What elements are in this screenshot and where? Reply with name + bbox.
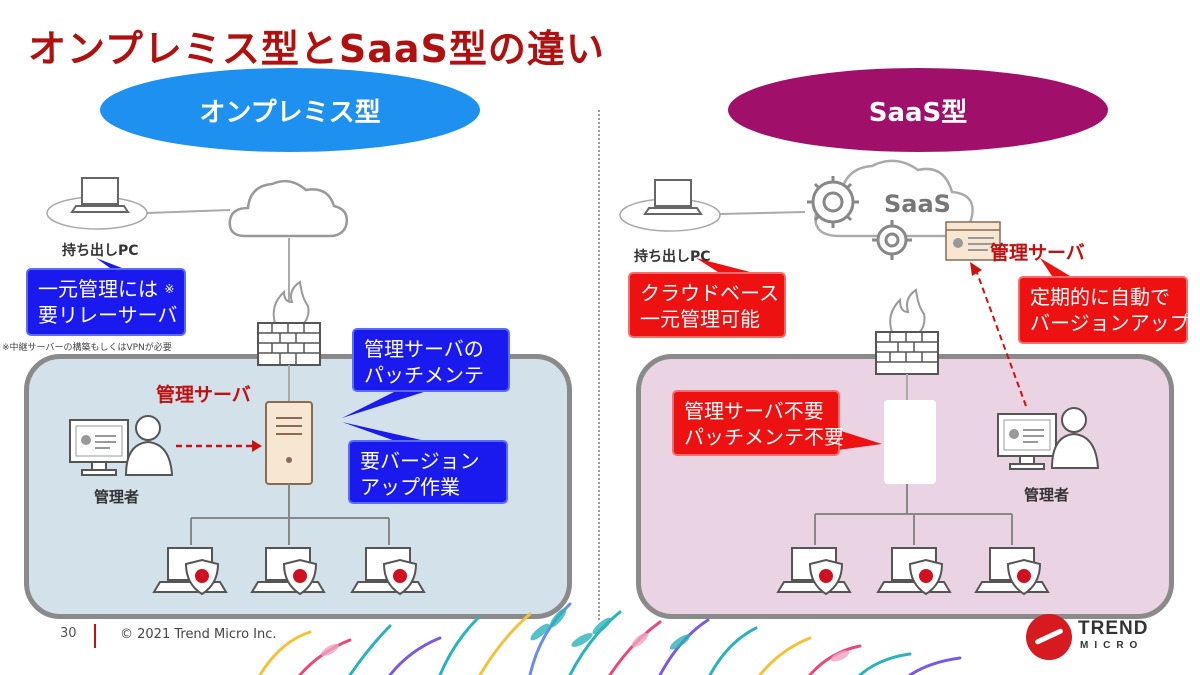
onprem-footnote: ※中継サーバーの構築もしくはVPNが必要 <box>2 343 172 353</box>
saas-header-pill: SaaS型 <box>728 68 1108 152</box>
page-number: 30 <box>60 626 77 641</box>
onprem-header-pill: オンプレミス型 <box>100 68 480 152</box>
laptop-icon <box>619 179 721 232</box>
admin-icon <box>69 415 174 476</box>
saas-pc-label: 持ち出しPC <box>634 249 711 265</box>
onprem-header: オンプレミス型 <box>199 97 381 128</box>
onprem-pc-label: 持ち出しPC <box>62 243 139 259</box>
onprem-relay-line2: 要リレーサーバ <box>38 303 178 327</box>
onprem-relay-line1: 一元管理には <box>38 277 158 301</box>
client-laptop-icon <box>152 547 228 596</box>
admin-icon <box>997 407 1100 470</box>
onprem-patch-callout: 管理サーバの パッチメンテ <box>352 328 510 392</box>
saas-nomaint-line2: パッチメンテ不要 <box>684 425 844 449</box>
onprem-server-label: 管理サーバ <box>156 384 251 406</box>
onprem-admin-label: 管理者 <box>94 488 140 506</box>
firewall-icon <box>257 280 321 366</box>
saas-auto-callout: 定期的に自動で バージョンアップ <box>1018 276 1190 344</box>
onprem-relay-callout: 一元管理には ※ 要リレーサーバ <box>26 268 186 336</box>
saas-server-label: 管理サーバ <box>990 242 1085 264</box>
onprem-upgrade-line2: アップ作業 <box>360 475 460 499</box>
onprem-patch-line1: 管理サーバの <box>364 337 484 361</box>
client-laptop-icon <box>250 547 326 596</box>
copyright: © 2021 Trend Micro Inc. <box>120 627 277 642</box>
footer-separator <box>94 624 96 648</box>
client-laptop-icon <box>974 547 1050 596</box>
server-icon <box>265 401 313 485</box>
slide-title: オンプレミス型とSaaS型の違い <box>28 27 605 71</box>
saas-cloud-line2: 一元管理可能 <box>640 307 760 331</box>
client-laptop-icon <box>350 547 426 596</box>
section-divider <box>598 110 600 620</box>
client-laptop-icon <box>876 547 952 596</box>
gear-icon <box>807 176 859 228</box>
onprem-patch-line2: パッチメンテ <box>364 363 484 387</box>
saas-nomaint-line1: 管理サーバ不要 <box>684 399 824 423</box>
onprem-relay-mark: ※ <box>164 282 175 296</box>
client-laptop-icon <box>776 547 852 596</box>
cloud-icon <box>228 179 348 238</box>
gear-icon <box>872 220 912 260</box>
firewall-icon <box>875 288 939 375</box>
decorative-foliage <box>258 602 962 675</box>
saas-header: SaaS型 <box>868 97 968 128</box>
saas-nomaint-callout: 管理サーバ不要 パッチメンテ不要 <box>672 390 844 456</box>
onprem-upgrade-callout: 要バージョン アップ作業 <box>348 440 508 504</box>
saas-cloud-line1: クラウドベース <box>640 281 779 305</box>
laptop-icon <box>46 177 148 230</box>
saas-cloud-callout: クラウドベース 一元管理可能 <box>628 272 786 338</box>
saas-auto-line2: バージョンアップ <box>1030 311 1190 335</box>
trend-micro-logo-icon <box>1026 614 1072 660</box>
onprem-upgrade-line1: 要バージョン <box>360 449 480 473</box>
logo-text: TREND <box>1078 618 1149 639</box>
saas-diagram: SaaS <box>619 159 1100 596</box>
saas-auto-line1: 定期的に自動で <box>1030 285 1170 309</box>
saas-admin-label: 管理者 <box>1024 486 1070 504</box>
server-window-icon <box>945 221 1001 261</box>
saas-cloud-label: SaaS <box>884 190 951 218</box>
removed-server-slot <box>884 400 936 484</box>
logo-subtext: MICRO <box>1080 640 1144 651</box>
onprem-diagram <box>46 177 430 596</box>
